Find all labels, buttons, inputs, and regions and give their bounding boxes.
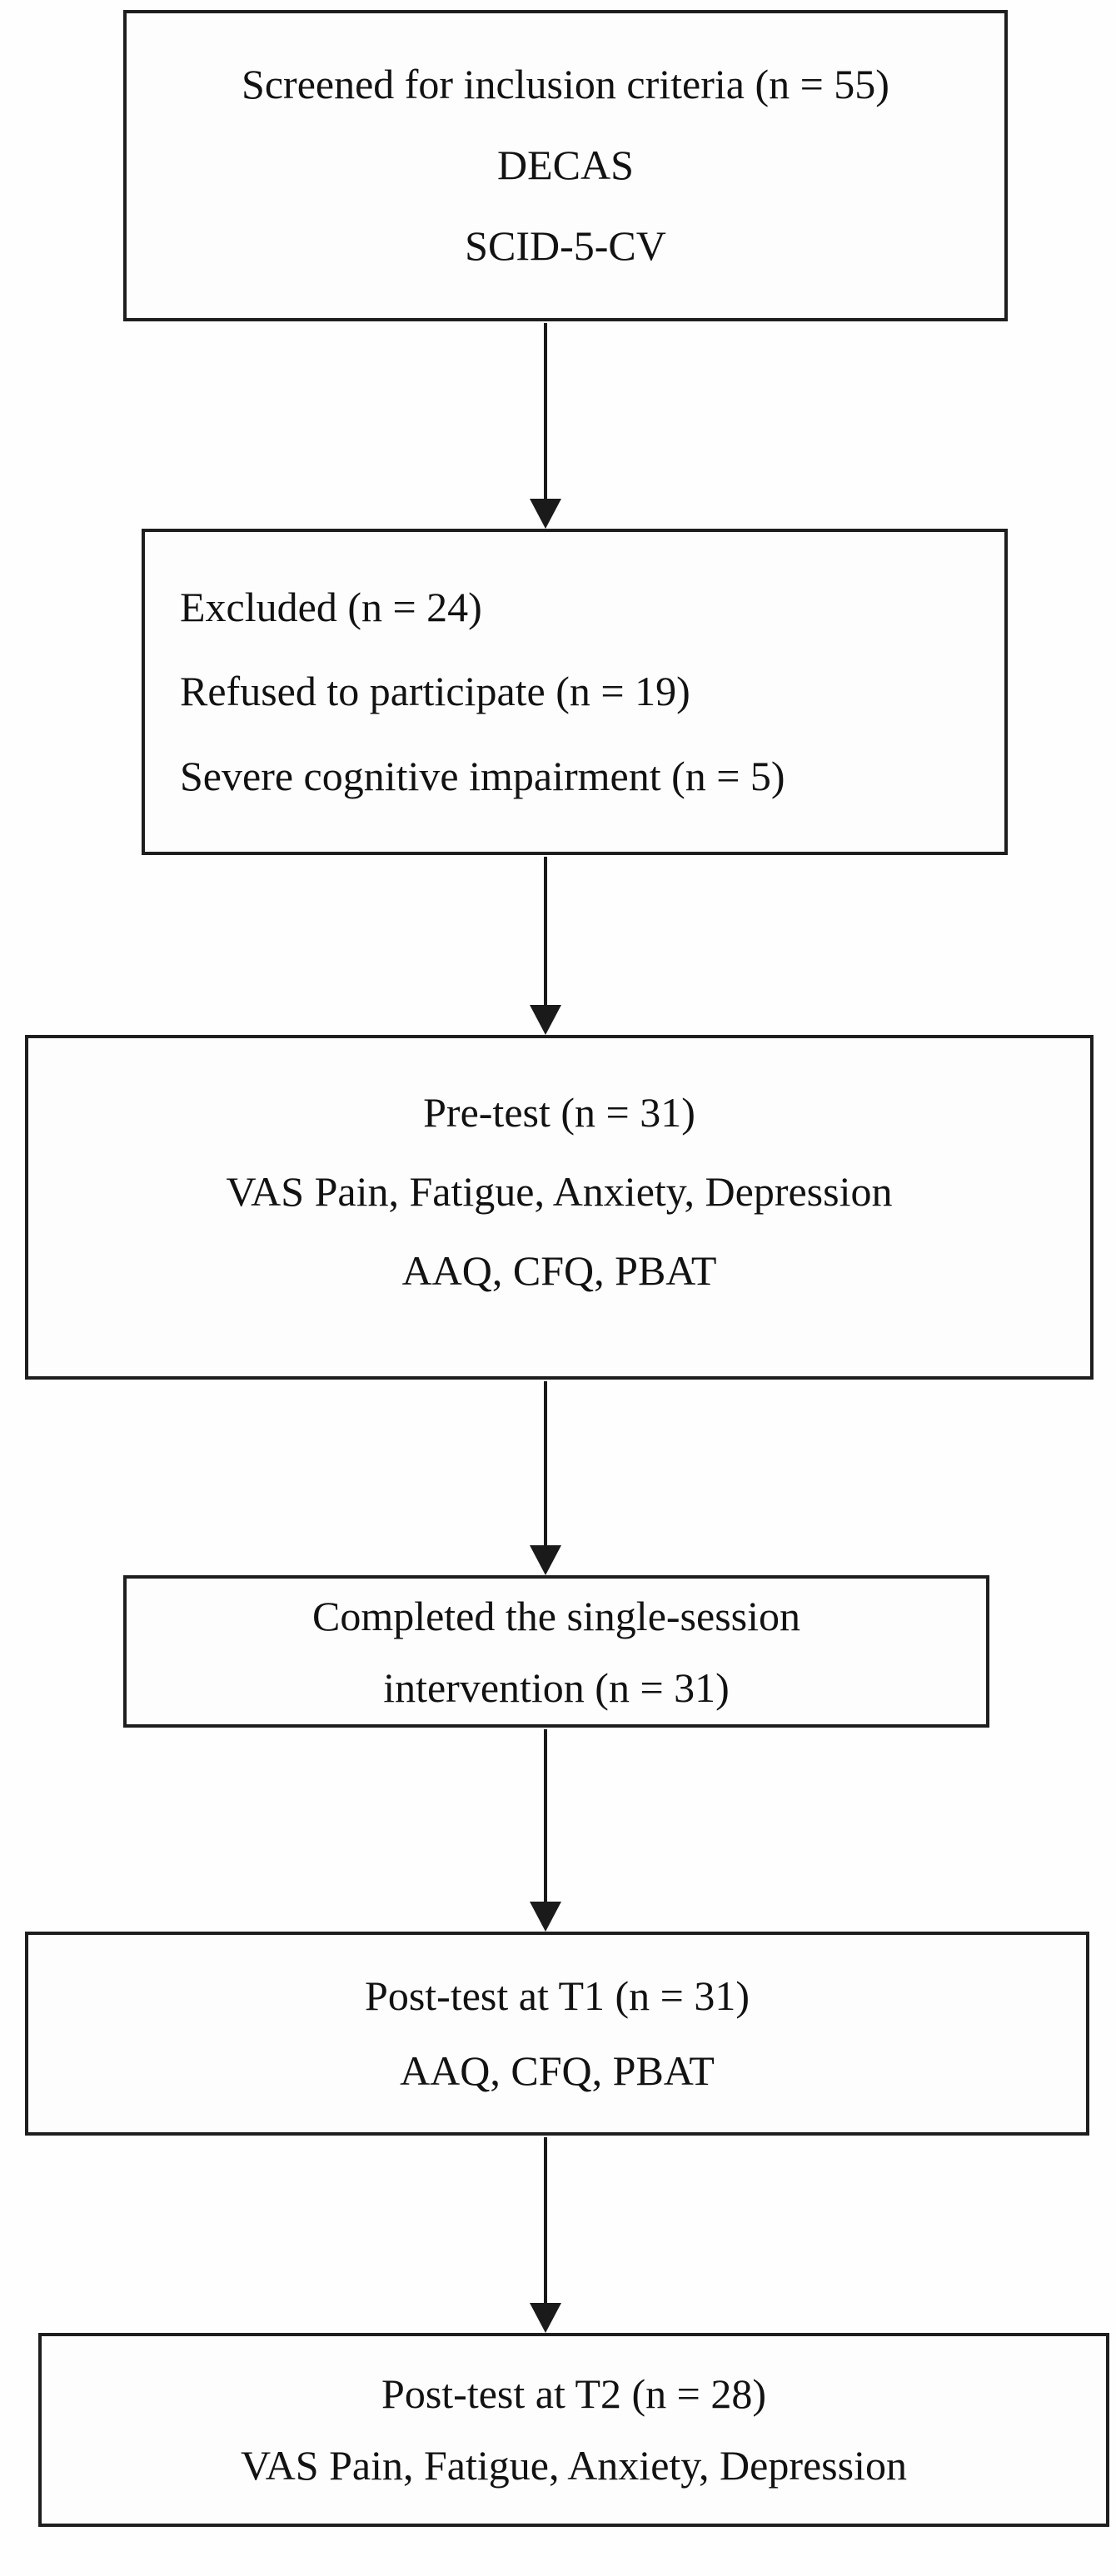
arrow-head-icon: [530, 1545, 561, 1575]
flow-box-intervention: Completed the single-session interventio…: [123, 1575, 989, 1728]
box-line: Screened for inclusion criteria (n = 55): [242, 61, 889, 108]
arrow-head-icon: [530, 2303, 561, 2333]
box-line: Post-test at T2 (n = 28): [381, 2370, 766, 2417]
box-line: Completed the single-session: [311, 1592, 801, 1639]
flow-arrow: [529, 1729, 562, 1932]
box-line: Excluded (n = 24): [180, 583, 482, 630]
arrow-line: [544, 857, 547, 1005]
flow-arrow: [529, 1381, 562, 1575]
flow-arrow: [529, 2137, 562, 2333]
arrow-head-icon: [530, 1005, 561, 1035]
arrow-line: [544, 1381, 547, 1545]
box-line: Pre-test (n = 31): [423, 1089, 695, 1136]
flow-box-screened: Screened for inclusion criteria (n = 55)…: [123, 10, 1008, 321]
box-line: SCID-5-CV: [465, 222, 666, 270]
box-line: DECAS: [497, 142, 634, 189]
flow-box-excluded: Excluded (n = 24) Refused to participate…: [142, 529, 1008, 855]
box-line: VAS Pain, Fatigue, Anxiety, Depression: [226, 1168, 893, 1216]
box-line: Severe cognitive impairment (n = 5): [180, 752, 785, 799]
box-line: AAQ, CFQ, PBAT: [400, 2046, 715, 2094]
flow-box-posttest-t2: Post-test at T2 (n = 28) VAS Pain, Fatig…: [38, 2333, 1109, 2527]
box-line: intervention (n = 31): [383, 1663, 730, 1711]
box-line: VAS Pain, Fatigue, Anxiety, Depression: [241, 2441, 907, 2489]
arrow-head-icon: [530, 499, 561, 529]
arrow-line: [544, 2137, 547, 2303]
arrow-line: [544, 1729, 547, 1902]
box-line: AAQ, CFQ, PBAT: [401, 1247, 717, 1295]
box-line: Post-test at T1 (n = 31): [365, 1972, 750, 2019]
flow-arrow: [529, 323, 562, 529]
arrow-line: [544, 323, 547, 499]
arrow-head-icon: [530, 1902, 561, 1932]
flow-box-pretest: Pre-test (n = 31) VAS Pain, Fatigue, Anx…: [25, 1035, 1094, 1380]
box-line: Refused to participate (n = 19): [180, 668, 690, 715]
flow-arrow: [529, 857, 562, 1035]
flow-box-posttest-t1: Post-test at T1 (n = 31) AAQ, CFQ, PBAT: [25, 1932, 1089, 2136]
